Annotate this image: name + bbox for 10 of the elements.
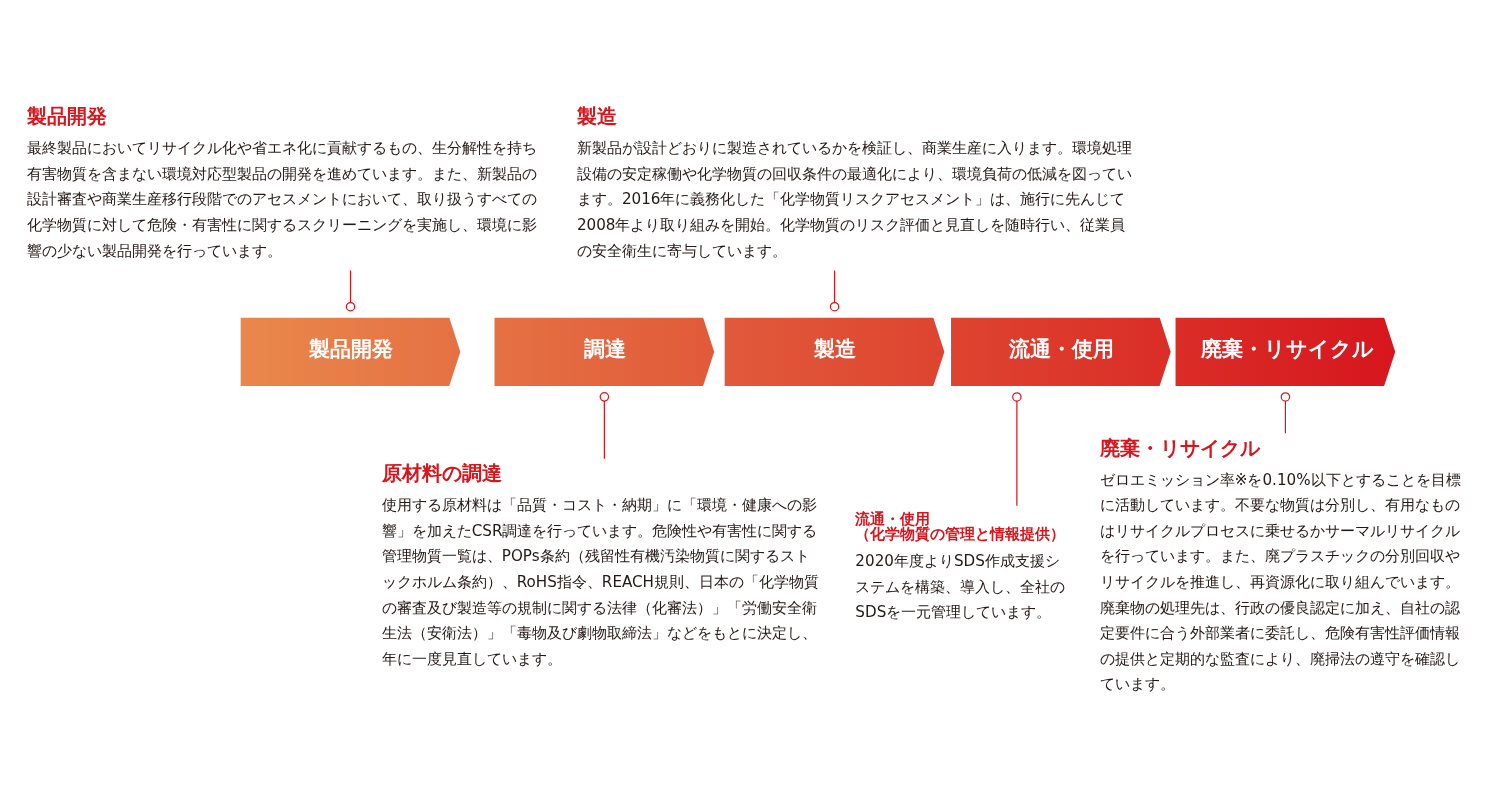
connector bbox=[345, 269, 356, 312]
node-text: 原材料の調達 使用する原材料は「品質・コスト・納期」に「環境・健康への影響」を加えたCSR調達を行っています。危険性や有害性に関する管理物質一覧は、POPs条約（残留性有機汚染物質に関するストックホルム条約）、RoHS指令、REACH規則、日本の「化学物質の審査及び製造等の規制に関する法律（化審法）」「労働安全衛生法（安衛法）」「毒物及び劇物取締法」などをもとに決定し、年に一度見直しています。 bbox=[381, 462, 820, 668]
connector bbox=[829, 269, 840, 312]
connector bbox=[1012, 392, 1022, 507]
node-text: 製品開発 最終製品においてリサイクル化や省エネ化に貢献するもの、生分解性を持ち有害物質を含まない環境対応型製品の開発を進めています。また、新製品の設計審査や商業生産移行段階でのアセスメントにおいて、取り扱うすべての化学物質に対して危険・有害性に関するスクリーニングを実施し、環境に影響の少ない製品開発を行っています。 bbox=[26, 105, 537, 260]
node-text: 廃棄・リサイクル ゼロエミッション率※を0.10%以下とすることを目標に活動しています。不要な物質は分別し、有用なものはリサイクルプロセスに乗せるかサーマルリサイクルを行っています。また、廃プラスチックの分別回収やリサイクルを推進し、再資源化に取り組んでいます。廃棄物の処理先は、行政の優良認定に加え、自社の認定要件に合う外部業者に委託し、危険有害性評価情報の提供と定期的な監査により、廃掃法の遵守を確認しています。 bbox=[1099, 436, 1461, 694]
connector bbox=[1280, 392, 1291, 434]
connector bbox=[599, 392, 610, 460]
node-text: 流通・使用（化学物質の管理と情報提供） 2020年度よりSDS作成支援システムを構築、導入し、全社のSDSを一元管理しています。 bbox=[855, 510, 1066, 622]
node-text: 製造 新製品が設計どおりに製造されているかを検証し、商業生産に入ります。環境処理設備の安定稼働や化学物質の回収条件の最適化により、環境負荷の低減を図っています。2016年に義務化した「化学物質リスクアセスメント」は、施行に先んじて2008年より取り組みを開始。化学物質のリスク評価と見直しを随時行い、従業員の安全衛生に寄与しています。 bbox=[576, 105, 1132, 260]
